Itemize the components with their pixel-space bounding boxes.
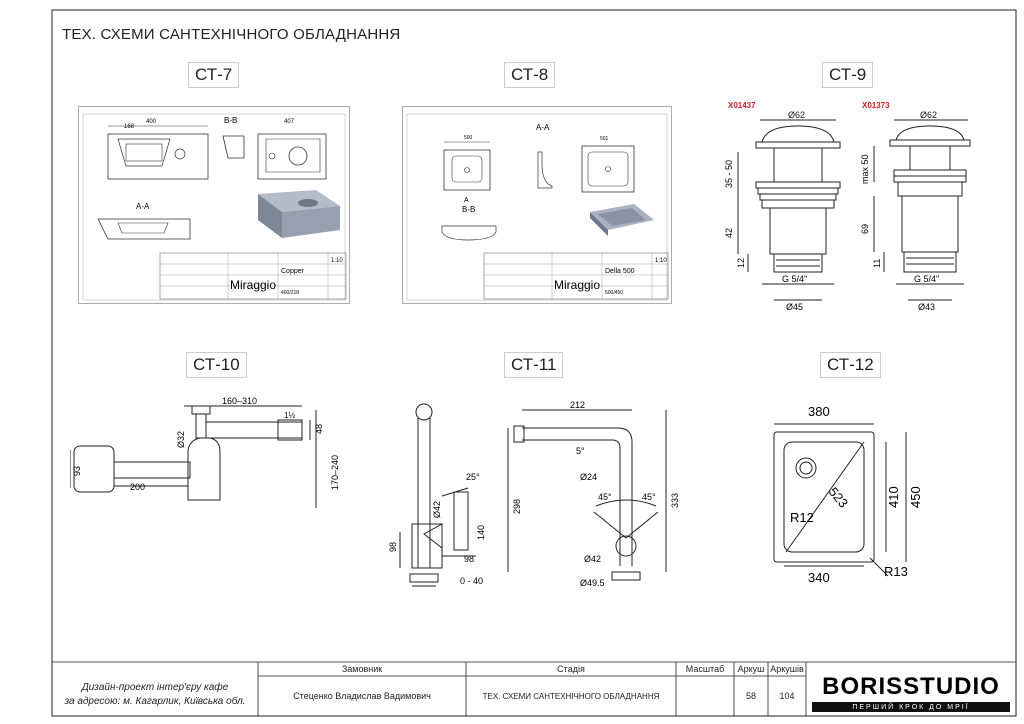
svg-text:168: 168 (124, 124, 135, 130)
ct9b-h3: 11 (872, 259, 882, 268)
ct12-450: 450 (908, 486, 923, 508)
label-ct11: СТ-11 (504, 352, 564, 378)
ct11-drawing: 212 5° 25° Ø24 45° 45° 298 333 Ø42 140 9… (388, 400, 680, 588)
label-ct12: СТ-12 (820, 352, 881, 378)
ct9a-h2: 42 (724, 228, 734, 238)
ct7-brand: Miraggio (230, 278, 276, 292)
studio-logo: BORISSTUDIO (822, 673, 1000, 700)
ct7-model: Copper (281, 268, 305, 275)
ct9a-dbot: Ø45 (786, 302, 803, 312)
ct12-wbot: 340 (808, 570, 830, 585)
ct12-drawing: 380 340 410 450 523 R12 R13 (773, 404, 923, 585)
ct12-r12: R12 (790, 510, 814, 525)
client-name: Стеценко Владислав Вадимович (293, 691, 431, 701)
ct11-040: 0 - 40 (460, 576, 483, 586)
ct11-140: 140 (476, 525, 486, 540)
sheet-number: 58 (745, 691, 756, 701)
ct9b-thread: G 5/4" (914, 274, 939, 284)
ct8-drawing: A-A 500 A 501 B-B Della 500 1:10 500/450… (402, 106, 672, 304)
ct11-98b: 98 (464, 554, 474, 564)
ct9b-dtop: Ø62 (920, 110, 937, 120)
ct11-24: Ø24 (580, 472, 597, 482)
ct11-45a: 45° (598, 492, 612, 502)
header-stage: Стадія (557, 664, 585, 674)
ct10-32: Ø32 (176, 431, 186, 448)
ct10-top: 160–310 (222, 396, 257, 406)
ct9-drawing: X01437 X01373 Ø62 35 - 50 42 12 G 5/4" (724, 101, 971, 312)
ct10-93: 93 (72, 466, 82, 476)
header-sheets: Аркушів (770, 664, 804, 674)
ct9-code-a: X01437 (728, 101, 756, 110)
ct10-drawing: 160–310 1½ 48 Ø32 93 200 170–240 (70, 396, 340, 508)
ct9b-h1: max 50 (860, 154, 870, 184)
label-ct8: СТ-8 (504, 62, 556, 88)
ct7-aa: A-A (136, 202, 150, 211)
ct11-25deg: 25° (466, 472, 480, 482)
ct11-333: 333 (670, 493, 680, 508)
ct8-model: Della 500 (605, 268, 635, 275)
ct9a-h3: 12 (736, 258, 746, 268)
ct10-48: 48 (314, 424, 324, 434)
project-line2: за адресою: м. Кагарлик, Київська обл. (64, 695, 246, 707)
sheet-title: ТЕХ. СХЕМИ САНТЕХНІЧНОГО ОБЛАДНАННЯ (62, 26, 401, 43)
ct9-code-b: X01373 (862, 101, 890, 110)
ct12-wtop: 380 (808, 404, 830, 419)
ct10-fr: 1½ (284, 411, 295, 420)
label-ct10: СТ-10 (186, 352, 247, 378)
header-sheet: Аркуш (737, 664, 765, 674)
label-ct9: СТ-9 (822, 62, 874, 88)
stage-name: ТЕХ. СХЕМИ САНТЕХНІЧНОГО ОБЛАДНАННЯ (482, 691, 660, 701)
ct9a-dtop: Ø62 (788, 110, 805, 120)
ct7-dim-407: 407 (284, 119, 295, 125)
ct9b-dbot: Ø43 (918, 302, 935, 312)
ct11-45b: 45° (642, 492, 656, 502)
ct11-98a: 98 (388, 542, 398, 552)
header-client: Замовник (341, 664, 383, 674)
ct8-bb: B-B (462, 205, 475, 214)
svg-text:500: 500 (464, 135, 473, 141)
ct11-495: Ø49.5 (580, 578, 605, 588)
ct8-aa: A-A (536, 123, 550, 132)
ct8-sub: 500/450 (605, 290, 623, 296)
ct12-r13: R13 (884, 564, 908, 579)
ct10-h: 170–240 (330, 455, 340, 490)
ct11-298: 298 (512, 499, 522, 514)
ct9a-h1: 35 - 50 (724, 160, 734, 188)
label-ct7: СТ-7 (188, 62, 240, 88)
ct9b-h2: 69 (860, 224, 870, 234)
project-line1: Дизайн-проект інтер'єру кафе (81, 681, 229, 693)
ct11-5deg: 5° (576, 446, 585, 456)
svg-text:A: A (464, 197, 469, 204)
ct10-200: 200 (130, 482, 145, 492)
ct7-scale: 1:10 (331, 258, 343, 264)
ct8-brand: Miraggio (554, 278, 600, 292)
ct9a-thread: G 5/4" (782, 274, 807, 284)
sheets-total: 104 (779, 691, 795, 701)
svg-text:501: 501 (600, 136, 609, 142)
ct7-drawing: 400 168 B-B 407 A-A Copper 1:10 400/218 … (78, 106, 350, 304)
ct11-212: 212 (570, 400, 585, 410)
ct7-sub: 400/218 (281, 290, 299, 296)
ct11-42b: Ø42 (584, 554, 601, 564)
ct11-42a: Ø42 (432, 501, 442, 518)
header-scale: Масштаб (685, 664, 725, 674)
ct7-bb: B-B (224, 116, 237, 125)
ct12-410: 410 (886, 486, 901, 508)
ct8-scale: 1:10 (655, 258, 667, 264)
ct7-dim-400: 400 (146, 119, 157, 125)
studio-slogan: ПЕРШИЙ КРОК ДО МРІЇ (812, 702, 1010, 712)
